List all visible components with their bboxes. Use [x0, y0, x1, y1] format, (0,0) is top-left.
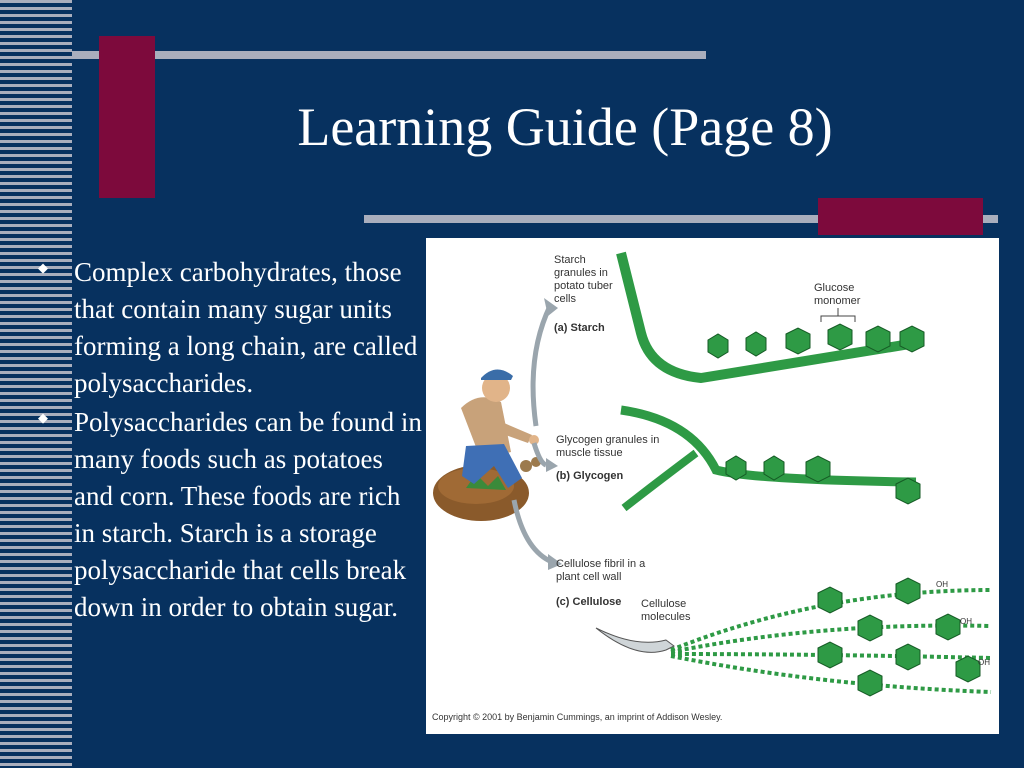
glycogen-chain [620, 405, 921, 512]
bullet-item: ◆ Complex carbohydrates, those that cont… [38, 254, 428, 402]
diamond-bullet-icon: ◆ [38, 410, 48, 425]
glucose-bracket [820, 308, 856, 322]
bullet-text: Polysaccharides can be found in many foo… [74, 407, 422, 622]
oh-label: OH [960, 617, 972, 626]
glucose-monomer-label: Glucose monomer [814, 282, 861, 307]
copyright-text: Copyright © 2001 by Benjamin Cummings, a… [432, 712, 723, 722]
arrow-heads [544, 298, 562, 570]
curved-arrows [511, 304, 554, 565]
polysaccharide-figure: Starch granules in potato tuber cells (a… [426, 238, 999, 734]
left-stripes [0, 0, 72, 768]
oh-label: OH [936, 580, 948, 589]
maroon-vertical-block [99, 36, 155, 198]
starch-chain [616, 251, 925, 384]
polysaccharide-illustration [433, 251, 992, 697]
cellulose-hexagons [817, 577, 981, 697]
starch-label: (a) Starch [554, 322, 605, 334]
slide-title: Learning Guide (Page 8) [297, 97, 833, 157]
cellulose-fibril [595, 627, 675, 653]
bullet-list: ◆ Complex carbohydrates, those that cont… [38, 254, 428, 628]
maroon-horizontal-block [818, 198, 983, 235]
oh-label: OH [978, 658, 990, 667]
middle-gray-bar [364, 215, 998, 223]
bullet-text: Complex carbohydrates, those that contai… [74, 257, 418, 398]
glycogen-caption: Glycogen granules in muscle tissue [556, 434, 660, 459]
top-gray-bar [72, 51, 706, 59]
cellulose-label: (c) Cellulose [556, 596, 622, 608]
diamond-bullet-icon: ◆ [38, 260, 48, 275]
cellulose-caption: Cellulose fibril in a plant cell wall [556, 558, 646, 583]
bullet-item: ◆ Polysaccharides can be found in many f… [38, 404, 428, 626]
cellulose-molecules-label: Cellulose molecules [641, 598, 691, 623]
farmer-illustration [433, 369, 541, 521]
starch-caption: Starch granules in potato tuber cells [554, 254, 613, 305]
glycogen-label: (b) Glycogen [556, 470, 624, 482]
